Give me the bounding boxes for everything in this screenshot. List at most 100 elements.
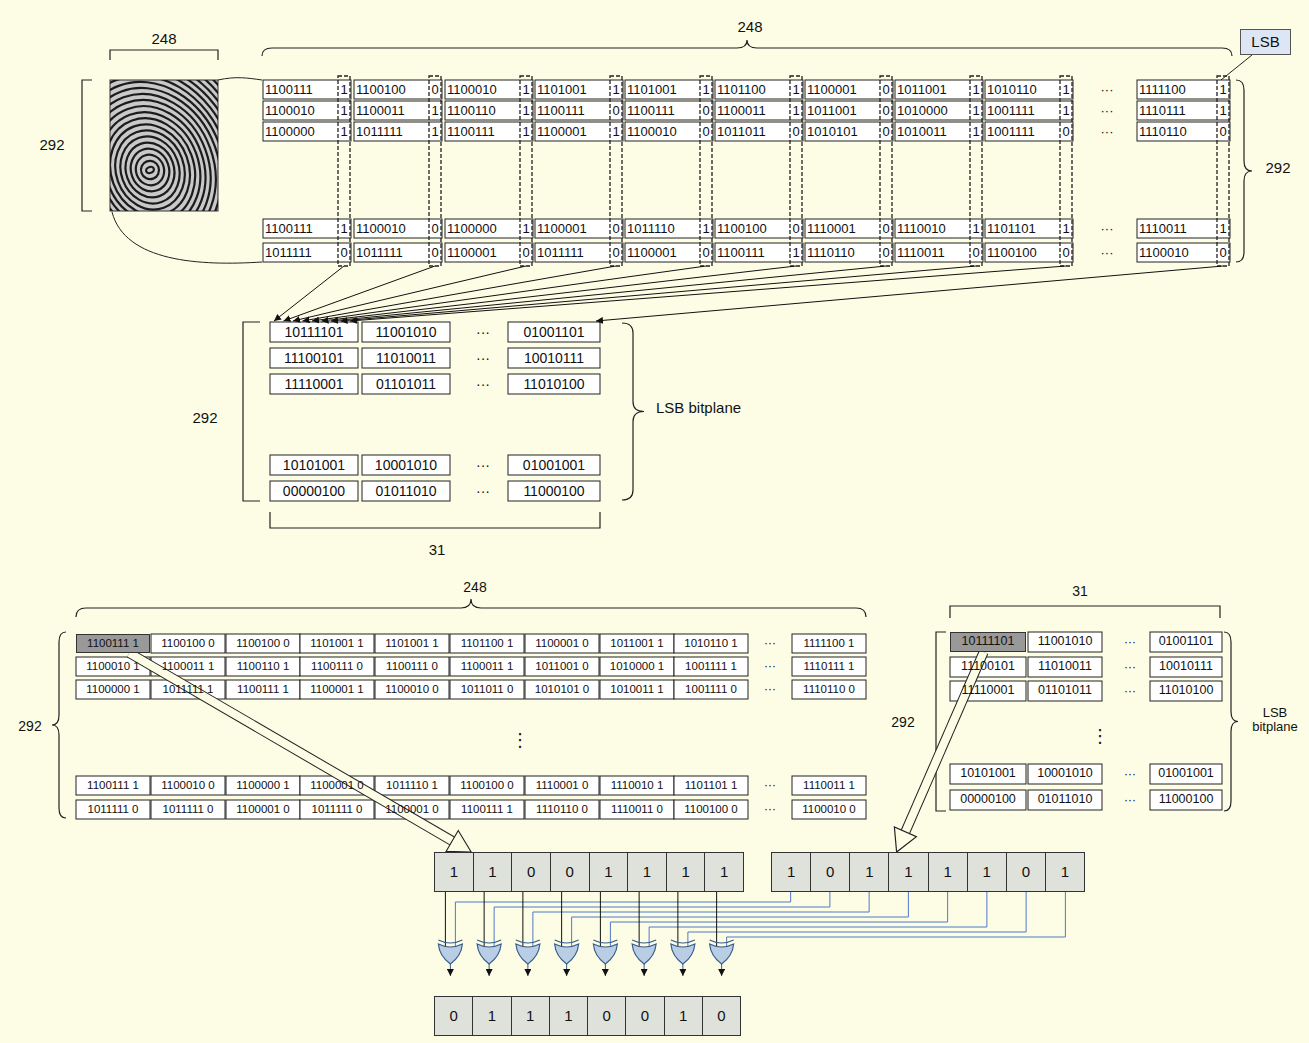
ellipsis: ···	[1085, 243, 1129, 262]
pixel-value: 1110001 0	[525, 776, 599, 795]
dimension-bracket	[82, 80, 92, 211]
pixel-value: 1011001 1	[600, 634, 674, 653]
pixel-msbs: 1100000	[265, 122, 337, 141]
arrow-head	[446, 831, 471, 852]
lsb-bit: 1	[1060, 219, 1072, 238]
lsb-bit: 1	[790, 101, 802, 120]
pixel-msbs: 1100001	[627, 243, 699, 262]
pixel-msbs: 1010101	[807, 122, 879, 141]
lsb-bit: 0	[790, 219, 802, 238]
dimension-label: 292	[886, 713, 920, 731]
lsb-bit: 1	[970, 80, 982, 99]
pixel-cell	[1137, 80, 1230, 99]
pixel-cell	[450, 657, 524, 676]
xor-gate	[438, 944, 462, 964]
bit-register: 10111101	[771, 852, 1085, 892]
bitplane-cell	[362, 455, 450, 475]
wire	[484, 892, 485, 947]
wire	[716, 892, 717, 947]
pixel-cell	[600, 800, 674, 819]
pixel-cell	[450, 776, 524, 795]
bit-value: 1	[473, 996, 511, 1036]
wire	[533, 892, 869, 947]
pixel-cell	[674, 776, 748, 795]
pixel-cell	[674, 634, 748, 653]
bit-arrow	[341, 266, 977, 321]
pixel-value: 1110011 0	[600, 800, 674, 819]
bitplane-byte: 11000100	[508, 481, 600, 501]
hollow-arrow	[894, 652, 983, 852]
gate-output	[644, 964, 645, 976]
bitplane-cell	[270, 455, 358, 475]
xor-gate-arc	[632, 940, 656, 943]
pixel-msbs: 1010110	[987, 80, 1059, 99]
pixel-cell	[600, 776, 674, 795]
pixel-msbs: 1011110	[627, 219, 699, 238]
bitplane-byte: 11001010	[362, 322, 450, 342]
lsb-bit: 1	[338, 219, 350, 238]
pixel-msbs: 1100010	[265, 101, 337, 120]
bitplane-byte: 01011010	[362, 481, 450, 501]
pixel-cell	[600, 657, 674, 676]
lsb-bit: 1	[338, 80, 350, 99]
ellipsis: ···	[1085, 219, 1129, 238]
pixel-msbs: 1001111	[987, 122, 1059, 141]
bitplane-cell	[1150, 790, 1222, 810]
bit-value: 1	[771, 852, 811, 892]
bitplane-cell	[508, 322, 600, 342]
pixel-value: 1011111 0	[76, 800, 150, 819]
lsb-column	[880, 76, 892, 266]
ridge	[110, 80, 218, 211]
wire	[561, 892, 562, 947]
pixel-msbs: 1100001	[537, 122, 609, 141]
bit-value: 1	[968, 852, 1007, 892]
lsb-bit: 0	[700, 122, 712, 141]
pixel-value: 1010110 1	[674, 634, 748, 653]
ellipsis: ···	[1112, 657, 1148, 677]
bitplane-byte: 11110001	[950, 681, 1026, 701]
bit-value: 0	[434, 996, 473, 1036]
lsb-bit: 1	[520, 101, 532, 120]
ridge	[145, 166, 155, 174]
pixel-value: 1100001 0	[375, 800, 449, 819]
curly-brace	[262, 40, 1232, 56]
ellipsis: ⋮	[1085, 724, 1115, 748]
pixel-cell	[151, 634, 225, 653]
bit-value: 1	[850, 852, 889, 892]
pixel-cell	[525, 776, 599, 795]
pixel-value: 1100111 1	[450, 800, 524, 819]
bitplane-byte: 01101011	[362, 374, 450, 394]
dimension-bracket	[110, 50, 218, 60]
bit-value: 1	[474, 852, 513, 892]
bitplane-byte: 01001001	[1150, 764, 1222, 784]
pixel-msbs: 1101001	[537, 80, 609, 99]
wire	[572, 892, 909, 947]
pixel-cell	[226, 657, 300, 676]
pixel-msbs: 1100010	[627, 122, 699, 141]
pixel-cell	[600, 634, 674, 653]
pixel-msbs: 1010011	[897, 122, 969, 141]
dimension-label: 248	[720, 18, 780, 36]
bit-register: 01110010	[434, 996, 741, 1036]
arrow-body	[129, 653, 453, 841]
pixel-msbs: 1011111	[537, 243, 609, 262]
lsb-column	[790, 76, 802, 266]
bit-arrow	[322, 266, 797, 321]
xor-gate-arc	[438, 940, 462, 943]
pixel-cell	[76, 776, 150, 795]
lsb-bit: 0	[1060, 122, 1072, 141]
bitplane-cell	[362, 322, 450, 342]
pixel-cell	[674, 657, 748, 676]
bitplane-byte: 01001001	[508, 455, 600, 475]
bit-value: 1	[550, 996, 588, 1036]
layout	[0, 0, 1252, 976]
dimension-label: 31	[420, 541, 454, 559]
pixel-value: 1011011 0	[450, 680, 524, 699]
lsb-column	[970, 76, 982, 266]
pixel-value: 1100010 1	[76, 657, 150, 676]
bit-value: 0	[588, 996, 626, 1036]
bitplane-byte: 10001010	[1028, 764, 1102, 784]
bitplane-byte: 11010100	[1150, 681, 1222, 701]
curly-brace	[52, 632, 66, 818]
